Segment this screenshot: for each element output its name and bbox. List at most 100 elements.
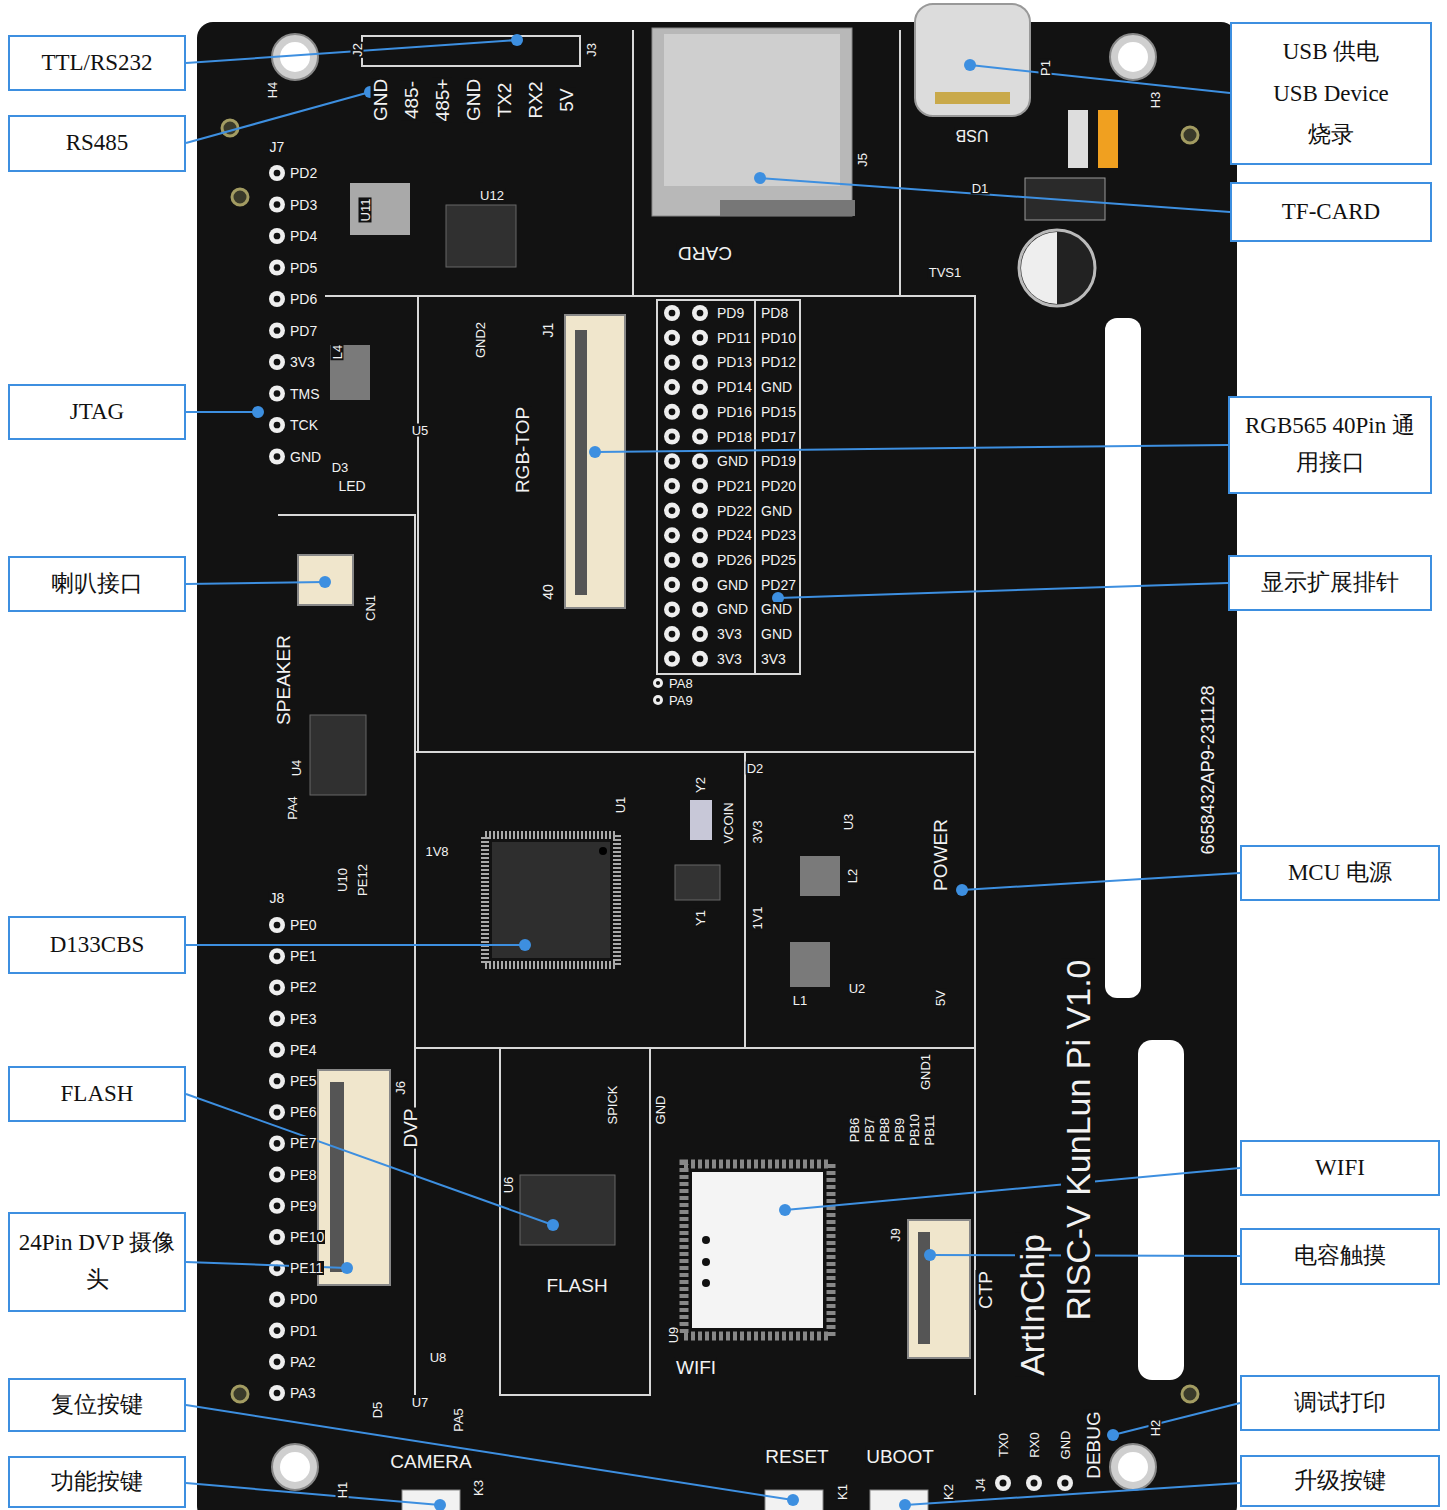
silkscreen-label: GND2 (474, 321, 487, 359)
silkscreen-label: PB7 (863, 1117, 876, 1144)
silkscreen-label: TX0 (997, 1432, 1010, 1458)
silkscreen-label: 485+ (433, 78, 452, 123)
pin-pad (269, 1260, 285, 1276)
silkscreen-label: U1 (614, 796, 627, 815)
callout-text: 24Pin DVP 摄像头 (18, 1225, 176, 1299)
silkscreen-label: PE9 (289, 1199, 317, 1213)
pin-hole (656, 681, 660, 685)
callout-text: 调试打印 (1294, 1385, 1386, 1422)
silkscreen-label: D2 (746, 762, 765, 775)
mounting-holes (222, 34, 1198, 1490)
pin-hole (697, 458, 704, 465)
silkscreen-label: 3V3 (716, 652, 743, 666)
silkscreen-label: PD6 (289, 292, 318, 306)
silkscreen-label: GND (760, 627, 793, 641)
silkscreen-label: ArtInChip (1015, 1233, 1049, 1377)
pin-pad (664, 651, 680, 667)
silkscreen-label: GND (760, 504, 793, 518)
pin-pad (692, 404, 708, 420)
pin-pad (653, 695, 663, 705)
pin-hole (274, 1015, 281, 1022)
silkscreen-label: J5 (856, 152, 869, 168)
silkscreen-label: PD17 (760, 430, 797, 444)
callout-text: MCU 电源 (1288, 855, 1392, 892)
pin-pad (269, 417, 285, 433)
callout-box: D133CBS (8, 916, 186, 974)
silkscreen-label: GND (716, 578, 749, 592)
silkscreen-label: PB8 (878, 1117, 891, 1144)
silkscreen-label: 3V3 (751, 819, 764, 844)
callout-box: MCU 电源 (1240, 845, 1440, 901)
pin-hole (697, 334, 704, 341)
pin-pad (664, 305, 680, 321)
pin-pad (692, 305, 708, 321)
pin-pad (664, 429, 680, 445)
electrolytic-capacitor (1019, 110, 1118, 306)
silkscreen-label: CAMERA (389, 1452, 472, 1471)
silkscreen-label: L2 (846, 868, 859, 884)
pin-hole (669, 655, 676, 662)
ic-packages (310, 183, 840, 1245)
silkscreen-label: U11 (359, 198, 372, 223)
silkscreen-label: LED (337, 479, 366, 493)
pin-pad (269, 1104, 285, 1120)
callout-text: 复位按键 (51, 1387, 143, 1424)
pin-pad (664, 379, 680, 395)
silkscreen-label: P1 (1039, 59, 1052, 77)
pin-hole (697, 359, 704, 366)
usb-c-connector (915, 4, 1030, 116)
pin-hole (274, 1140, 281, 1147)
silkscreen-label: Y1 (694, 909, 707, 927)
pin-hole (274, 1078, 281, 1085)
silkscreen-label: J9 (889, 1227, 902, 1243)
callout-box: TTL/RS232 (8, 35, 186, 91)
silkscreen-label: PD13 (716, 355, 753, 369)
silkscreen-label: PD16 (716, 405, 753, 419)
silkscreen-label: PE7 (289, 1136, 317, 1150)
pin-pad (269, 1198, 285, 1214)
pin-pad (664, 478, 680, 494)
pin-pad (664, 354, 680, 370)
pin-pad (269, 1167, 285, 1183)
silkscreen-label: PA8 (668, 677, 694, 690)
silkscreen-label: 1V1 (751, 905, 764, 930)
pin-hole (697, 557, 704, 564)
callout-text: 功能按键 (51, 1464, 143, 1501)
silkscreen-label: GND (716, 602, 749, 616)
silkscreen-label: POWER (931, 818, 950, 892)
silkscreen-label: PD24 (716, 528, 753, 542)
callout-text: RS485 (66, 125, 129, 162)
silkscreen-label: GND (371, 78, 390, 122)
pin-hole (669, 359, 676, 366)
silkscreen-label: PD10 (760, 331, 797, 345)
silkscreen-label: U7 (411, 1396, 430, 1409)
pin-hole (697, 310, 704, 317)
debug-pads (995, 1475, 1073, 1491)
silkscreen-label: USB (955, 127, 990, 143)
pin-pad (269, 386, 285, 402)
callout-text: 升级按键 (1294, 1463, 1386, 1500)
silkscreen-label: U8 (429, 1351, 448, 1364)
silkscreen-label: PD26 (716, 553, 753, 567)
pin-pad (692, 354, 708, 370)
pin-hole (697, 532, 704, 539)
pin-hole (669, 433, 676, 440)
pin-pad (692, 626, 708, 642)
silkscreen-label: DEBUG (1084, 1410, 1103, 1480)
callout-text: 喇叭接口 (51, 566, 143, 603)
silkscreen-label: 485- (402, 80, 421, 120)
pin-pad (269, 1135, 285, 1151)
silkscreen-label: VCOIN (722, 801, 735, 844)
pin-pad (269, 1323, 285, 1339)
silkscreen-label: PD9 (716, 306, 745, 320)
pin-pad (269, 260, 285, 276)
silkscreen-label: U12 (479, 189, 505, 202)
callout-text: 显示扩展排针 (1261, 565, 1399, 602)
silkscreen-label: 5V (934, 989, 947, 1007)
silkscreen-label: H4 (266, 81, 279, 100)
silkscreen-label: PA2 (289, 1355, 316, 1369)
callout-box: 功能按键 (8, 1456, 186, 1508)
pin-hole (669, 310, 676, 317)
silkscreen-label: RISC-V KunLun Pi V1.0 (1061, 959, 1095, 1322)
silkscreen-label: 3V3 (289, 355, 316, 369)
